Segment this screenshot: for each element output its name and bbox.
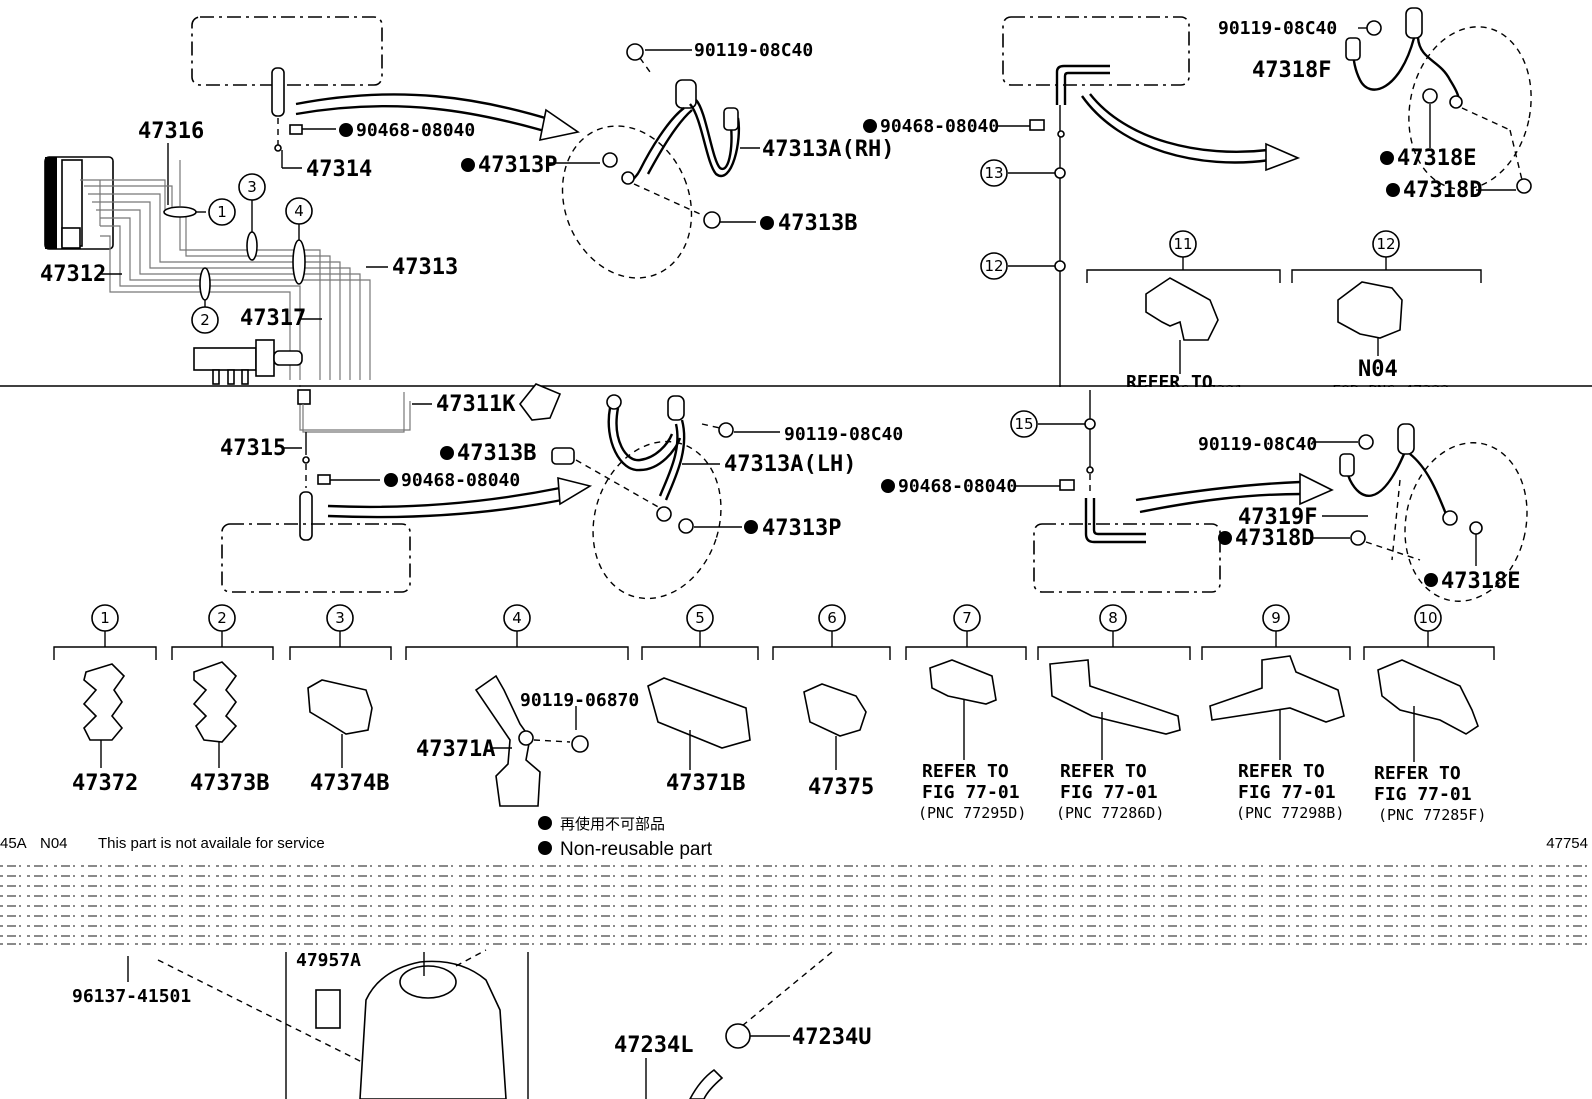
callout-4-row: 4 [512, 609, 522, 627]
label-47957a: 47957A [296, 950, 361, 971]
label-47313b-mid: 47313B [457, 441, 536, 466]
callout-3-top: 3 [247, 178, 257, 196]
label-47313a-rh: 47313A(RH) [762, 137, 894, 162]
label-47315: 47315 [220, 436, 286, 461]
label-90468-08040-d: 90468-08040 [898, 476, 1017, 497]
callout-2-top: 2 [200, 311, 210, 329]
label-47318d-top: 47318D [1403, 178, 1482, 203]
label-refer-to-9: REFER TO [1238, 761, 1325, 782]
callout-3-row: 3 [335, 609, 345, 627]
hose-detail-front-lh: 90119-08C40 47313A(LH) 47313B 47313P [440, 394, 903, 600]
label-fig-10: FIG 77-01 [1374, 784, 1472, 805]
callout-1-top: 1 [217, 203, 227, 221]
front-left-pipe-assembly: 90468-08040 47314 47316 1 3 [40, 16, 580, 431]
label-96137-41501: 96137-41501 [72, 986, 191, 1007]
label-47234u: 47234U [792, 1025, 871, 1050]
label-47317: 47317 [240, 306, 306, 331]
label-90119-08c40-b: 90119-08C40 [1218, 18, 1337, 39]
front-right-lower-assembly: 47311K 47315 90468-08040 [220, 383, 593, 593]
label-pnc-9: (PNC 77298B) [1236, 804, 1344, 822]
callout-6: 6 [827, 609, 837, 627]
rear-left-pipe-assembly: 15 90468-08040 90119-08C40 47319F 47318E [881, 390, 1528, 602]
footer-left-code: 45A [0, 835, 27, 852]
label-n04: N04 [1358, 357, 1398, 382]
clip-parts-row: 1 47372 2 47373B 3 47374B 4 90119-06870 [53, 604, 1495, 824]
label-fig-7: FIG 77-01 [922, 782, 1020, 803]
label-90119-08c40-d: 90119-08C40 [1198, 434, 1317, 455]
callout-13: 13 [984, 164, 1003, 182]
bottom-fragment: 96137-41501 47957A 47234L 47234U [72, 949, 871, 1099]
label-refer-to-10: REFER TO [1374, 763, 1461, 784]
legend: 再使用不可部品 Non-reusable part [538, 816, 713, 860]
label-fig-9: FIG 77-01 [1238, 782, 1336, 803]
footer-note: 45A N04 This part is not availale for se… [0, 835, 1588, 852]
callout-9: 9 [1271, 609, 1281, 627]
legend-en: Non-reusable part [560, 839, 713, 860]
scan-noise-band [0, 865, 1592, 945]
label-90119-08c40-c: 90119-08C40 [784, 424, 903, 445]
label-47319f: 47319F [1238, 505, 1317, 530]
footer-not-available: This part is not availale for service [98, 835, 325, 852]
label-90119-08c40-a: 90119-08C40 [694, 40, 813, 61]
callout-7: 7 [962, 609, 972, 627]
label-47316: 47316 [138, 119, 204, 144]
label-refer-to-8: REFER TO [1060, 761, 1147, 782]
label-47234l: 47234L [614, 1033, 693, 1058]
label-47313p-mid: 47313P [762, 516, 841, 541]
label-refer-to-7: REFER TO [922, 761, 1009, 782]
label-pnc-7: (PNC 77295D) [918, 804, 1026, 822]
label-47313b-top: 47313B [778, 211, 857, 236]
callout-5: 5 [695, 609, 705, 627]
callout-8: 8 [1108, 609, 1118, 627]
label-47313: 47313 [392, 255, 458, 280]
label-pnc-10: (PNC 77285F) [1378, 806, 1486, 824]
label-47371b: 47371B [666, 771, 745, 796]
label-47312: 47312 [40, 262, 106, 287]
label-90468-08040-c: 90468-08040 [401, 470, 520, 491]
callout-11: 11 [1173, 235, 1192, 253]
footer-code: N04 [40, 835, 68, 852]
label-90119-06870: 90119-06870 [520, 690, 639, 711]
label-47318d-mid: 47318D [1235, 526, 1314, 551]
label-47313p-top: 47313P [478, 153, 557, 178]
callout-2-row: 2 [217, 609, 227, 627]
label-47313a-lh: 47313A(LH) [724, 452, 856, 477]
callout-12-left: 12 [984, 257, 1003, 275]
label-47314: 47314 [306, 157, 372, 182]
rear-right-pipe-assembly: 90468-08040 13 12 90119-08C40 47318F 473… [863, 7, 1532, 400]
label-90468-08040-b: 90468-08040 [880, 116, 999, 137]
label-47311k: 47311K [436, 392, 516, 417]
callout-15: 15 [1014, 415, 1033, 433]
label-90468-08040-a: 90468-08040 [356, 120, 475, 141]
label-fig-8: FIG 77-01 [1060, 782, 1158, 803]
label-47318e-mid: 47318E [1441, 569, 1520, 594]
callout-10: 10 [1418, 609, 1437, 627]
hose-detail-front-rh: 90119-08C40 47313A(RH) 47313B 47313P [461, 40, 894, 279]
callout-1-row: 1 [100, 609, 110, 627]
callout-4-top: 4 [294, 202, 304, 220]
label-47371a: 47371A [416, 737, 495, 762]
label-47375: 47375 [808, 775, 874, 800]
label-47372: 47372 [72, 771, 138, 796]
label-47318f: 47318F [1252, 58, 1331, 83]
label-47318e-top: 47318E [1397, 146, 1476, 171]
legend-jp: 再使用不可部品 [560, 816, 665, 833]
label-47373b: 47373B [190, 771, 269, 796]
callout-12-right: 12 [1376, 235, 1395, 253]
label-47374b: 47374B [310, 771, 389, 796]
footer-right-code: 47754 [1546, 835, 1588, 852]
label-pnc-8: (PNC 77286D) [1056, 804, 1164, 822]
